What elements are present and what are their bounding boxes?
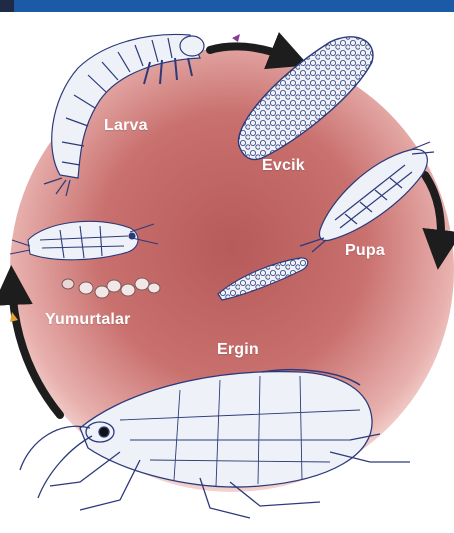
arrow-tip-accent <box>232 34 240 42</box>
label-larva: Larva <box>104 117 148 135</box>
label-adult: Ergin <box>217 341 259 359</box>
label-case: Evcik <box>262 157 305 175</box>
label-eggs: Yumurtalar <box>45 311 131 329</box>
label-pupa: Pupa <box>345 242 385 260</box>
